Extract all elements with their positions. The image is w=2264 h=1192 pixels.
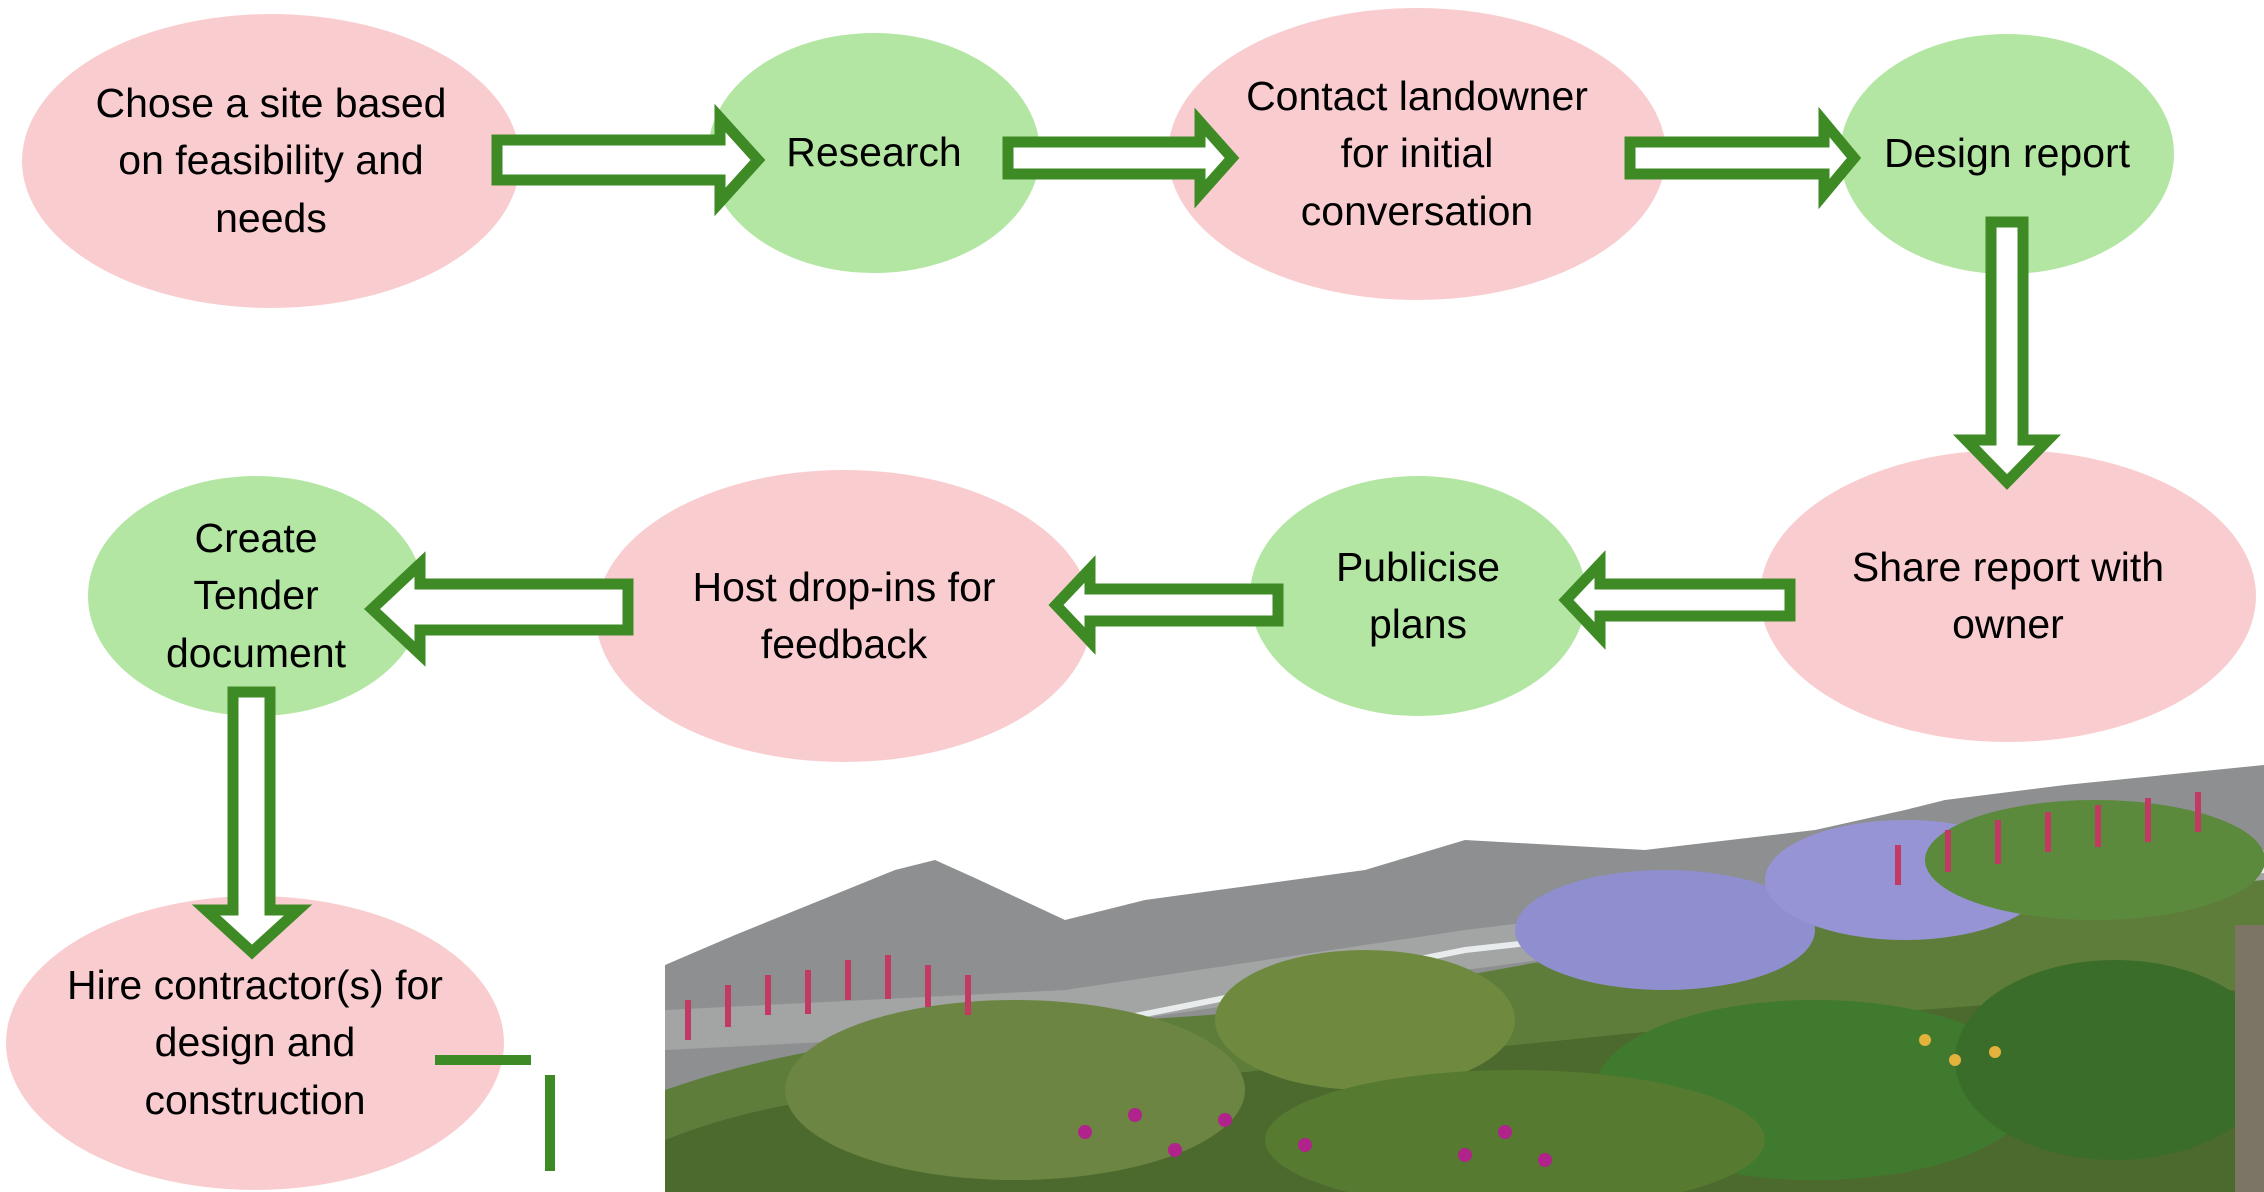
node-publicise-plans-label: Publicise plans — [1335, 543, 1501, 647]
arrow-share-report-to-publicise-plans — [1558, 550, 1796, 650]
node-create-tender: Create Tender document — [88, 476, 424, 716]
node-contact-landowner-label: Contact landowner for initial conversati… — [1246, 72, 1588, 234]
node-host-drop-ins: Host drop-ins for feedback — [596, 470, 1092, 762]
node-create-tender-label: Create Tender document — [165, 514, 347, 676]
node-choose-site-label: Chose a site based on feasibility and ne… — [95, 79, 447, 241]
arrow-contact-landowner-to-design-report — [1624, 106, 1862, 210]
node-design-report-label: Design report — [1883, 130, 2131, 177]
node-contact-landowner: Contact landowner for initial conversati… — [1168, 8, 1666, 300]
node-choose-site: Chose a site based on feasibility and ne… — [22, 14, 520, 308]
node-hire-contractors-label: Hire contractor(s) for design and constr… — [67, 961, 443, 1123]
node-research: Research — [708, 33, 1040, 273]
stray-line-vertical — [545, 1075, 555, 1171]
node-share-report: Share report with owner — [1760, 450, 2256, 742]
node-share-report-label: Share report with owner — [1851, 543, 2165, 647]
rain-garden-photo — [665, 765, 2264, 1192]
arrow-choose-site-to-research — [491, 103, 766, 217]
arrow-create-tender-to-hire-contractors — [191, 686, 313, 960]
arrow-design-report-to-share-report — [1952, 216, 2062, 490]
arrow-host-drop-ins-to-create-tender — [363, 551, 634, 667]
node-publicise-plans: Publicise plans — [1250, 476, 1586, 716]
node-host-drop-ins-label: Host drop-ins for feedback — [692, 563, 996, 667]
arrow-research-to-contact-landowner — [1002, 107, 1240, 209]
node-research-label: Research — [786, 129, 962, 176]
stray-line-horizontal — [435, 1055, 531, 1065]
arrow-publicise-plans-to-host-drop-ins — [1048, 555, 1284, 655]
